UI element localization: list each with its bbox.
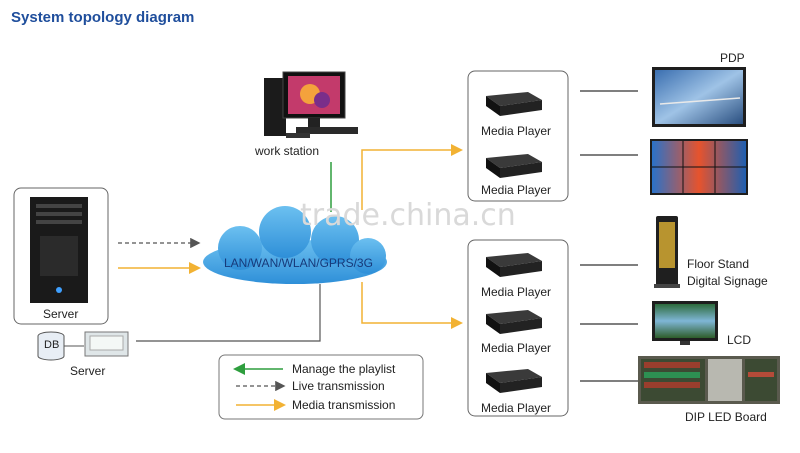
- media-player-icon: [486, 92, 542, 116]
- legend-media-label: Media transmission: [292, 398, 396, 412]
- server-cloud-link: [136, 284, 321, 342]
- media-player-icon: [486, 310, 542, 334]
- floor-stand-label: Floor Stand: [687, 257, 750, 271]
- pdp-label: PDP: [720, 51, 745, 65]
- watermark: trade.china.cn: [300, 198, 516, 233]
- lcd-display-icon: [652, 301, 718, 345]
- media-player-icon: [486, 253, 542, 277]
- workstation-label: work station: [255, 144, 320, 158]
- server-tower-icon: [30, 197, 88, 303]
- media-player-icon: [486, 369, 542, 393]
- pdp-display-icon: [652, 67, 746, 127]
- media-player-label: Media Player: [481, 341, 552, 355]
- page-title: System topology diagram: [11, 9, 195, 26]
- media-player-label: Media Player: [481, 401, 552, 415]
- legend-live-label: Live transmission: [292, 379, 385, 393]
- media-player-label: Media Player: [481, 124, 552, 138]
- media-player-label: Media Player: [481, 183, 552, 197]
- media-line-top: [361, 144, 463, 210]
- dip-led-label: DIP LED Board: [685, 410, 767, 424]
- media-player-label: Media Player: [481, 285, 552, 299]
- server-label: Server: [43, 307, 79, 321]
- server-terminal-icon: [84, 331, 129, 357]
- lcd-label: LCD: [727, 333, 752, 347]
- legend-box: [218, 354, 424, 420]
- network-cloud: [203, 206, 387, 284]
- media-line-bottom: [361, 282, 463, 329]
- digital-signage-label: Digital Signage: [687, 274, 768, 288]
- cloud-label: LAN/WAN/WLAN/GPRS/3G: [224, 256, 373, 270]
- db-label: DB: [44, 339, 60, 351]
- database-icon: [37, 331, 65, 361]
- legend-manage-label: Manage the playlist: [292, 362, 396, 376]
- video-wall-icon: [650, 139, 748, 195]
- media-player-icon: [486, 154, 542, 178]
- floor-stand-signage-icon: [654, 216, 680, 288]
- workstation-icon: [264, 71, 358, 138]
- dip-led-board-icon: [638, 356, 780, 404]
- server-db-label: Server: [70, 364, 106, 378]
